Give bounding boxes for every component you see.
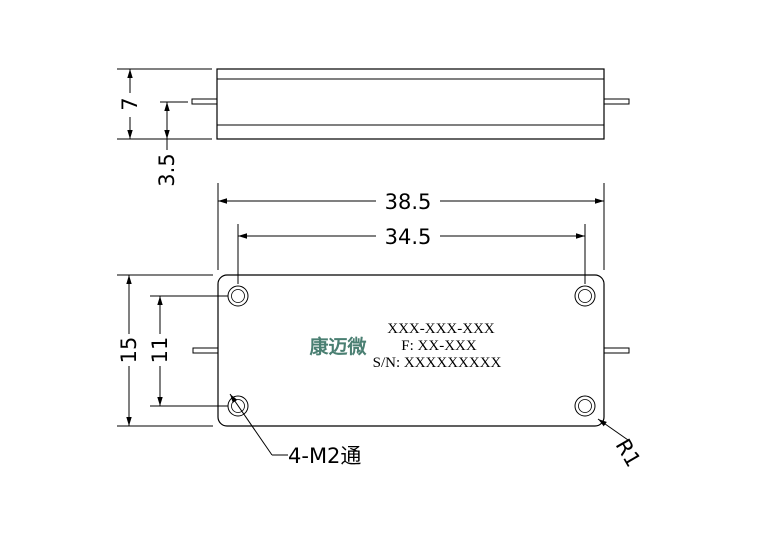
holes-callout-leader bbox=[229, 393, 273, 456]
holes-callout-text: 4-M2通 bbox=[288, 444, 361, 468]
dim-width-total: 15 bbox=[117, 337, 141, 364]
mounting-hole-top-right bbox=[574, 285, 596, 307]
dim-hole-spacing-x: 34.5 bbox=[385, 225, 432, 249]
dim-height-bg bbox=[118, 93, 142, 117]
dim-length-total: 38.5 bbox=[385, 190, 432, 214]
dim-height-total: 7 bbox=[118, 97, 142, 110]
dim-hole-spacing-y: 11 bbox=[148, 337, 172, 364]
top-view: 康迈微 XXX-XXX-XXX F: XX-XXX S/N: XXXXXXXXX… bbox=[117, 183, 645, 471]
dim-hole-spacing-y-bg bbox=[148, 334, 172, 366]
dim-height-half: 3.5 bbox=[155, 153, 179, 186]
mounting-hole-top-left bbox=[227, 285, 249, 307]
label-frequency: F: XX-XXX bbox=[401, 338, 477, 354]
radius-callout-text: R1 bbox=[611, 435, 646, 471]
top-view-right-pin bbox=[603, 347, 630, 354]
dim-hole-spacing-x-bg bbox=[376, 224, 440, 248]
dim-width-bg bbox=[117, 334, 141, 366]
side-view-right-pin bbox=[603, 98, 630, 105]
radius-callout-leader bbox=[597, 418, 629, 441]
top-view-left-pin bbox=[192, 347, 219, 354]
brand-logo-text: 康迈微 bbox=[309, 335, 367, 358]
label-serial: S/N: XXXXXXXXX bbox=[373, 355, 502, 371]
side-view: 7 3.5 bbox=[117, 68, 630, 187]
side-view-left-pin bbox=[191, 98, 218, 105]
mounting-hole-bottom-right bbox=[574, 395, 596, 417]
dim-length-bg bbox=[376, 189, 440, 213]
label-part-number: XXX-XXX-XXX bbox=[387, 321, 495, 337]
